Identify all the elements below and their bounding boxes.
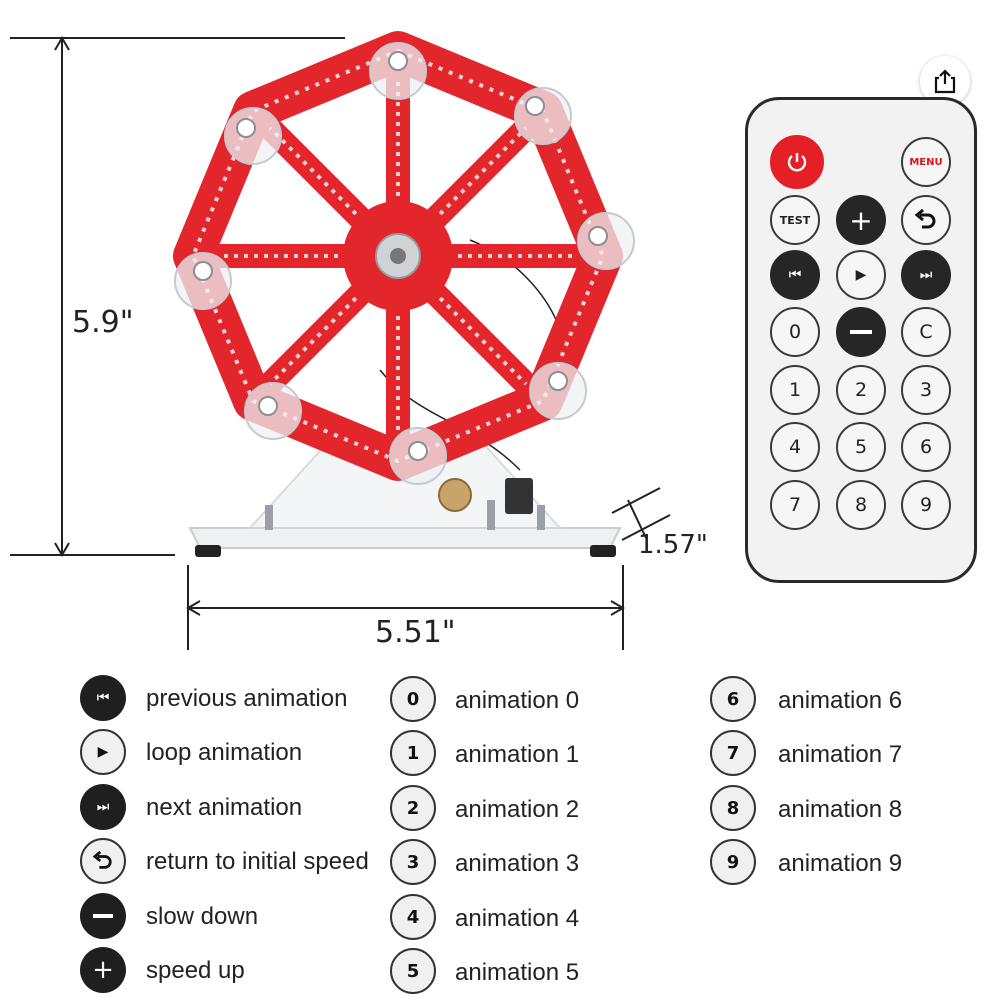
digit-3-icon: 3: [390, 839, 436, 885]
next-icon: ⏭: [919, 267, 933, 283]
digit-4-icon: 4: [390, 894, 436, 940]
legend-label: animation 0: [455, 687, 580, 714]
legend-label: animation 7: [778, 741, 903, 768]
menu-button[interactable]: MENU: [901, 137, 951, 187]
play-icon: ▶: [80, 729, 126, 775]
legend-label: return to initial speed: [146, 848, 369, 875]
legend-label: animation 6: [778, 687, 903, 714]
legend-label: animation 2: [455, 796, 580, 823]
power-button[interactable]: [770, 135, 824, 189]
legend-label: animation 8: [778, 796, 903, 823]
digit-5-icon: 5: [390, 948, 436, 994]
height-dimension-line: [10, 36, 345, 557]
legend-label: slow down: [146, 903, 259, 930]
depth-dimension-line: [611, 487, 671, 541]
acrylic-base: [188, 239, 622, 557]
width-dimension-label: 5.51": [375, 615, 456, 650]
return-button[interactable]: [901, 195, 951, 245]
plus-icon: +: [849, 203, 873, 237]
digit-6-button[interactable]: 6: [901, 422, 951, 472]
return-icon: [914, 209, 936, 229]
digit-6-icon: 6: [710, 676, 756, 722]
digit-9-icon: 9: [710, 839, 756, 885]
c-button[interactable]: C: [901, 307, 951, 357]
legend-label: animation 3: [455, 850, 580, 877]
power-icon: [787, 153, 807, 172]
previous-icon: ⏮: [788, 267, 802, 283]
previous-button[interactable]: ⏮: [770, 250, 820, 300]
digit-8-button[interactable]: 8: [836, 480, 886, 530]
digit-2-button[interactable]: 2: [836, 365, 886, 415]
digit-3-button[interactable]: 3: [901, 365, 951, 415]
legend-label: animation 9: [778, 850, 903, 877]
digit-8-icon: 8: [710, 785, 756, 831]
return-icon: [80, 838, 126, 884]
share-icon: [934, 69, 956, 94]
digit-5-button[interactable]: 5: [836, 422, 886, 472]
test-button[interactable]: TEST: [770, 195, 820, 245]
minus-icon: [80, 893, 126, 939]
ferris-wheel-image: [10, 31, 671, 650]
legend-label: animation 5: [455, 959, 580, 986]
legend-label: animation 4: [455, 905, 580, 932]
next-button[interactable]: ⏭: [901, 250, 951, 300]
digit-2-icon: 2: [390, 785, 436, 831]
legend-label: speed up: [146, 957, 245, 984]
width-dimension-line: [186, 565, 625, 650]
digit-9-button[interactable]: 9: [901, 480, 951, 530]
digit-7-button[interactable]: 7: [770, 480, 820, 530]
minus-icon: [850, 330, 872, 334]
digit-7-icon: 7: [710, 730, 756, 776]
digit-0-icon: 0: [390, 676, 436, 722]
digit-1-button[interactable]: 1: [770, 365, 820, 415]
legend-label: animation 1: [455, 741, 580, 768]
product-illustration: [0, 0, 740, 660]
previous-icon: ⏮: [80, 675, 126, 721]
next-icon: ⏭: [80, 784, 126, 830]
plus-button[interactable]: +: [836, 195, 886, 245]
minus-button[interactable]: [836, 307, 886, 357]
digit-1-icon: 1: [390, 730, 436, 776]
play-icon: ▶: [855, 267, 867, 283]
plus-icon: +: [80, 947, 126, 993]
legend-label: loop animation: [146, 739, 303, 766]
digit-0-button[interactable]: 0: [770, 307, 820, 357]
remote-control: MENU TEST + ⏮ ▶ ⏭ 0 C 1 2 3 4 5 6 7 8 9: [745, 97, 977, 583]
digit-4-button[interactable]: 4: [770, 422, 820, 472]
legend-label: previous animation: [146, 685, 348, 712]
legend-label: next animation: [146, 794, 303, 821]
depth-dimension-label: 1.57": [638, 530, 708, 560]
height-dimension-label: 5.9": [72, 305, 134, 340]
play-button[interactable]: ▶: [836, 250, 886, 300]
ferris-wheel: [173, 31, 635, 485]
